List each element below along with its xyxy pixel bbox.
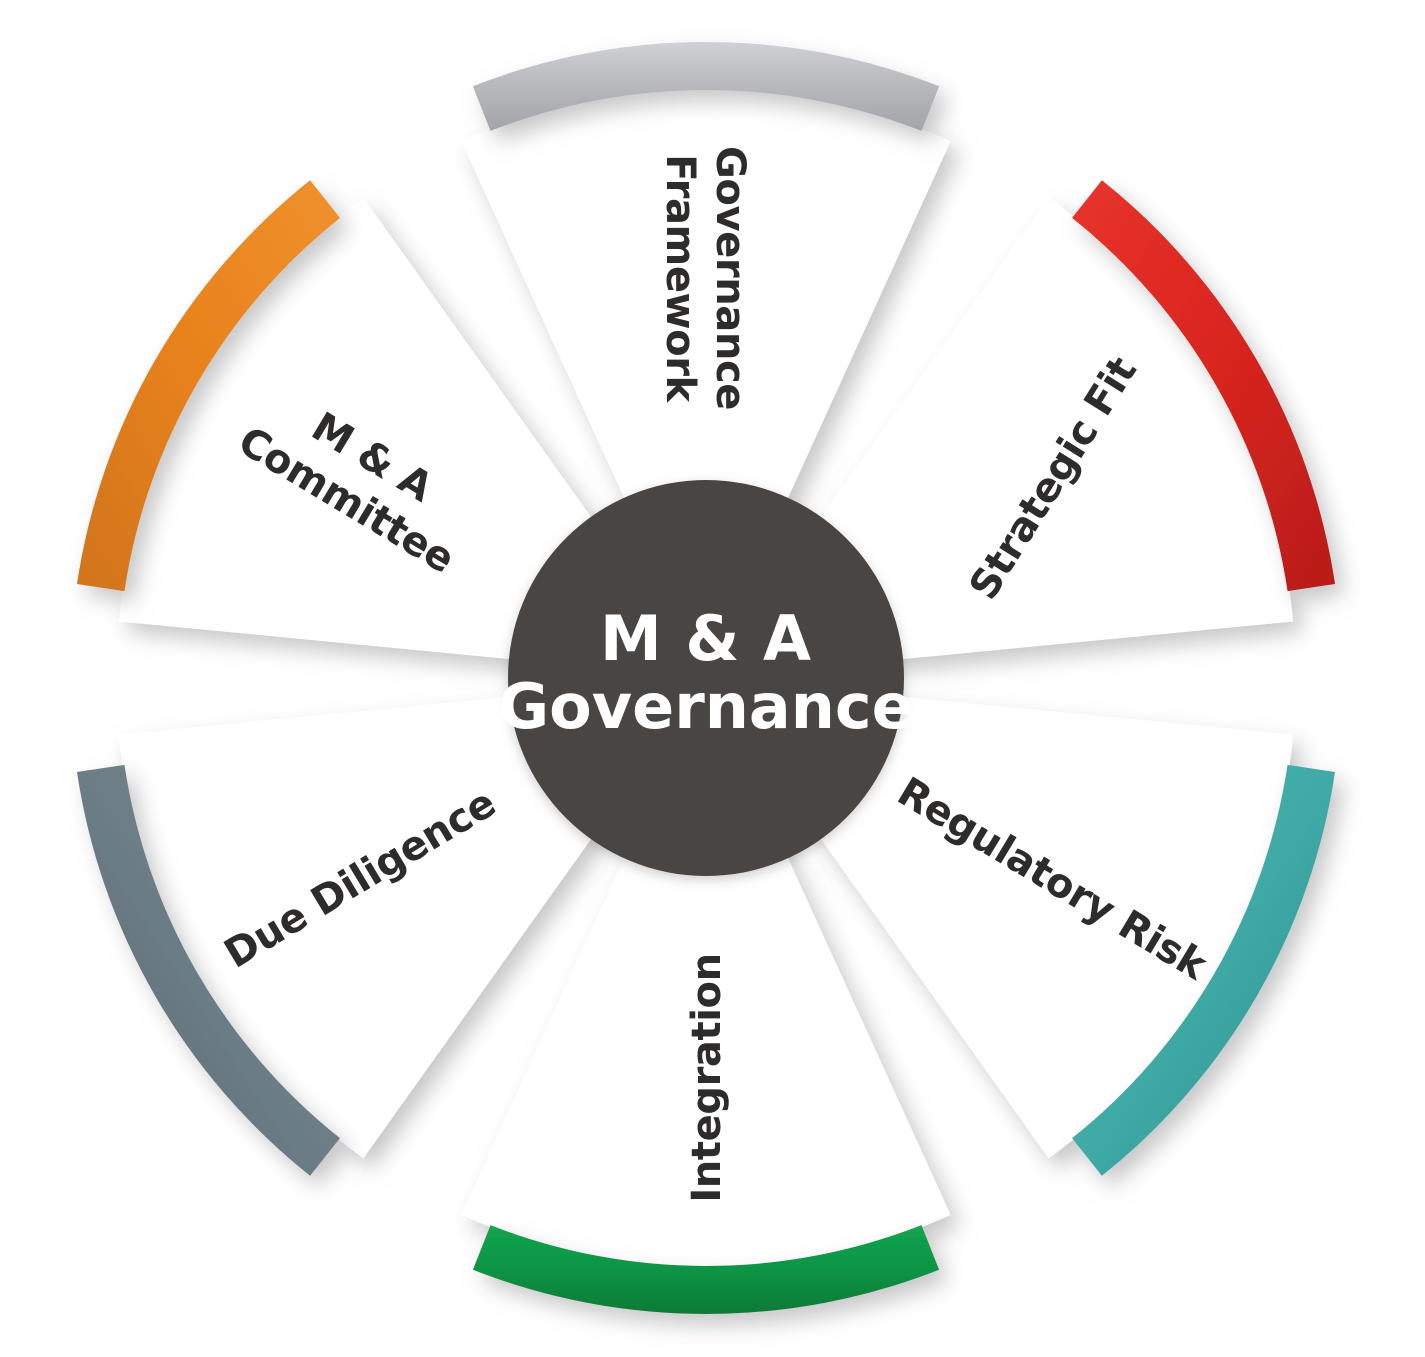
center-circle	[508, 480, 904, 876]
center-title-line-1: M & A	[600, 602, 812, 675]
petal-arc-integration	[472, 1225, 940, 1315]
center-title-line-2: Governance	[498, 670, 913, 743]
petal-arc-governance-framework	[472, 42, 940, 131]
petal-arc-due-diligence	[76, 764, 340, 1176]
petal-arcs-group	[76, 42, 1336, 1315]
petal-arc-ma-committee	[76, 180, 340, 592]
petal-label-text: Integration	[684, 953, 730, 1202]
petal-governance-framework[interactable]	[461, 87, 951, 542]
petal-arc-regulatory-risk	[1072, 764, 1336, 1176]
petal-label-text: Governance	[707, 146, 753, 410]
petals-group	[118, 87, 1294, 1269]
petal-label-text: Framework	[657, 154, 703, 403]
petal-integration[interactable]	[461, 814, 951, 1269]
petal-arc-strategic-fit	[1072, 180, 1336, 592]
petal-label-integration: Integration	[684, 953, 730, 1202]
